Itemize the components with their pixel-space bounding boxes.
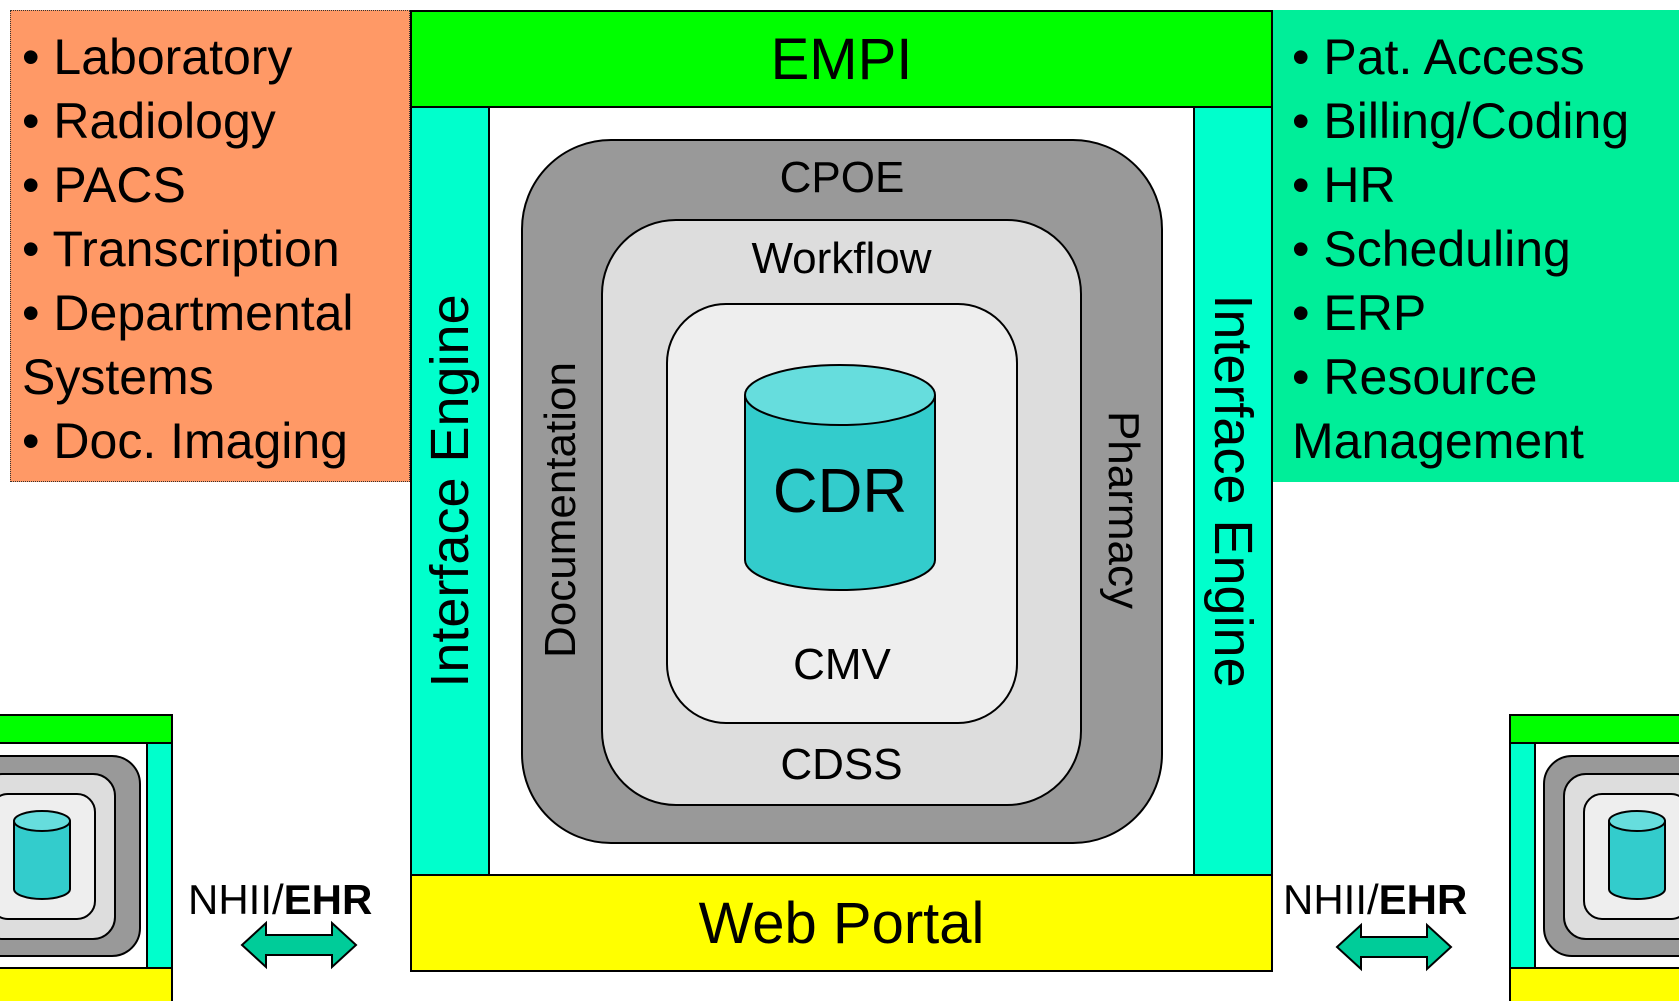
cpoe-label: CPOE [779,153,905,202]
left-systems-list: • Laboratory • Radiology • PACS • Transc… [22,25,354,473]
list-item: • PACS [22,157,186,213]
right-peer-ehr-diagram [1509,714,1679,1001]
exchange-bold-left: EHR [283,876,373,923]
list-item: • Radiology [22,93,276,149]
list-item: • Transcription [22,221,340,277]
list-item: • ERP [1292,285,1427,341]
exchange-label-right: NHII/EHR [1283,876,1467,924]
list-item: • Doc. Imaging [22,413,348,469]
exchange-bold-right: EHR [1378,876,1468,923]
cmv-label: CMV [793,640,891,689]
double-arrow-left-icon [240,920,358,970]
cdss-label: CDSS [780,740,903,789]
interface-engine-right: Interface Engine [1193,106,1273,876]
web-portal-bar: Web Portal [410,874,1273,972]
documentation-label: Documentation [536,362,585,658]
right-systems-panel [1272,10,1679,482]
exchange-label-left: NHII/EHR [188,876,372,924]
right-systems-list: • Pat. Access • Billing/Coding • HR • Sc… [1292,25,1629,473]
list-item: • HR [1292,157,1396,213]
exchange-prefix-right: NHII/ [1283,876,1379,923]
interface-engine-right-label: Interface Engine [1203,294,1263,688]
empi-bar: EMPI [410,10,1273,108]
web-portal-label: Web Portal [698,890,985,956]
list-item: • Laboratory [22,29,293,85]
list-item: Management [1292,413,1584,469]
cdr-label: CDR [773,457,907,526]
list-item: Systems [22,349,214,405]
documentation-label-box: Documentation [530,300,592,720]
empi-label: EMPI [770,26,913,92]
double-arrow-right-icon [1335,922,1453,972]
workflow-label: Workflow [751,234,932,283]
interface-engine-left-label: Interface Engine [420,294,480,688]
pharmacy-label-box: Pharmacy [1092,300,1154,720]
list-item: • Pat. Access [1292,29,1585,85]
pharmacy-label: Pharmacy [1099,410,1148,610]
list-item: • Resource [1292,349,1538,405]
interface-engine-left: Interface Engine [410,106,490,876]
left-peer-ehr-diagram [0,714,173,1001]
cdr-database-icon: CDR [744,364,936,591]
exchange-prefix-left: NHII/ [188,876,284,923]
list-item: • Billing/Coding [1292,93,1630,149]
list-item: • Departmental [22,285,354,341]
left-systems-panel [10,10,410,482]
list-item: • Scheduling [1292,221,1571,277]
